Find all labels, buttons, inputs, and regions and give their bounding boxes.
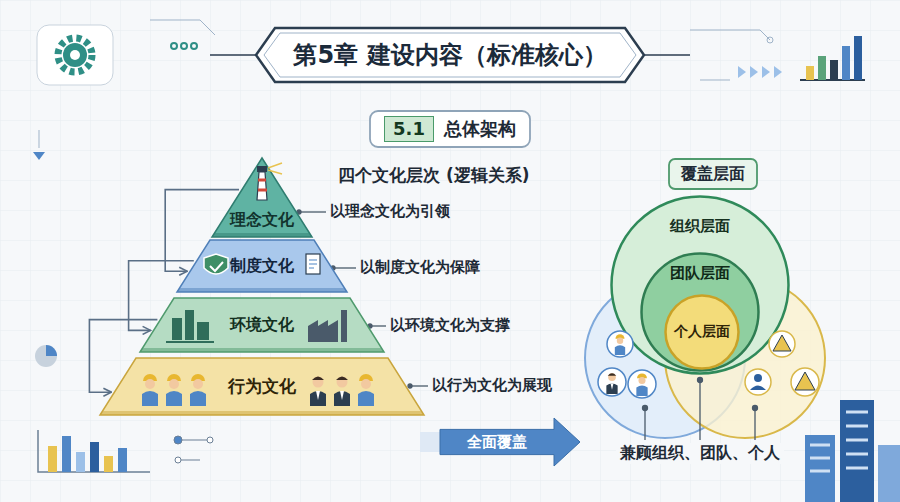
box-fill — [669, 159, 757, 189]
section-heading: 四个文化层次 (逻辑关系) — [338, 164, 529, 186]
relation-text: 以制度文化为保障 — [360, 258, 480, 278]
dots — [150, 20, 215, 49]
deco-triangle — [33, 152, 45, 160]
venn-circle: 团队层面个人层面 — [640, 252, 760, 372]
pie-icon — [35, 345, 57, 367]
relation-text: 以环境文化为支撑 — [390, 316, 510, 336]
arrow-shape: 全面覆盖 — [440, 424, 580, 460]
heading-box: 覆盖层面 — [668, 158, 758, 190]
bar-chart-icon — [38, 430, 150, 472]
node-text: 制度文化 — [230, 256, 294, 276]
node-text: 环境文化 — [230, 315, 294, 335]
circle-fill — [666, 296, 739, 369]
band-edge — [177, 288, 347, 292]
section-tag: 5.1 总体架构 — [369, 110, 531, 148]
city-icon — [166, 310, 214, 342]
node-text: 总体架构 — [444, 118, 516, 141]
venn-leader-lines — [643, 378, 758, 441]
deco-line — [39, 130, 40, 148]
warning-badges — [745, 331, 819, 396]
arrow-tail — [420, 432, 442, 452]
section-number: 5.1 — [384, 116, 434, 143]
person-badges — [598, 331, 656, 398]
node-text: 理念文化 — [230, 210, 294, 230]
buildings — [805, 400, 900, 502]
node-text: 覆盖层面 — [681, 164, 745, 184]
title-text: 第5章 建设内容（标准核心） — [0, 40, 900, 70]
relation-text: 以行为文化为展现 — [432, 376, 552, 396]
circle-fill — [612, 197, 789, 374]
deco-lines — [690, 30, 773, 80]
node-text: 团队层面 — [670, 264, 730, 283]
node-text: 组织层面 — [670, 217, 730, 236]
summary-text: 兼顾组织、团队、个人 — [616, 443, 784, 464]
band-edge — [100, 411, 424, 415]
band-edge — [140, 348, 384, 352]
network-icon — [174, 436, 213, 463]
node-text: 全面覆盖 — [467, 433, 527, 452]
venn-circle: 个人层面 — [664, 294, 740, 370]
node-text: 个人层面 — [674, 323, 730, 341]
band-fill — [177, 240, 347, 292]
people-figures — [142, 374, 374, 406]
chevrons — [738, 66, 782, 78]
band-fill — [100, 358, 424, 415]
box-fill — [370, 111, 530, 147]
node-text: 行为文化 — [228, 376, 296, 397]
factory-icon — [308, 310, 347, 342]
venn-circle: 组织层面团队层面个人层面 — [610, 195, 790, 375]
arrow-fill — [440, 418, 580, 466]
document-icon — [306, 254, 320, 274]
circle-fill — [642, 254, 759, 371]
relation-text: 以理念文化为引领 — [330, 202, 450, 222]
gear-icon — [37, 25, 113, 85]
bar-chart-icon — [800, 36, 865, 80]
shield-icon — [204, 254, 228, 274]
band-fill — [212, 158, 312, 237]
pyramid-band: 制度文化 — [177, 240, 347, 292]
lighthouse-icon — [257, 163, 282, 200]
band-edge — [212, 233, 312, 237]
band-fill — [140, 298, 384, 352]
